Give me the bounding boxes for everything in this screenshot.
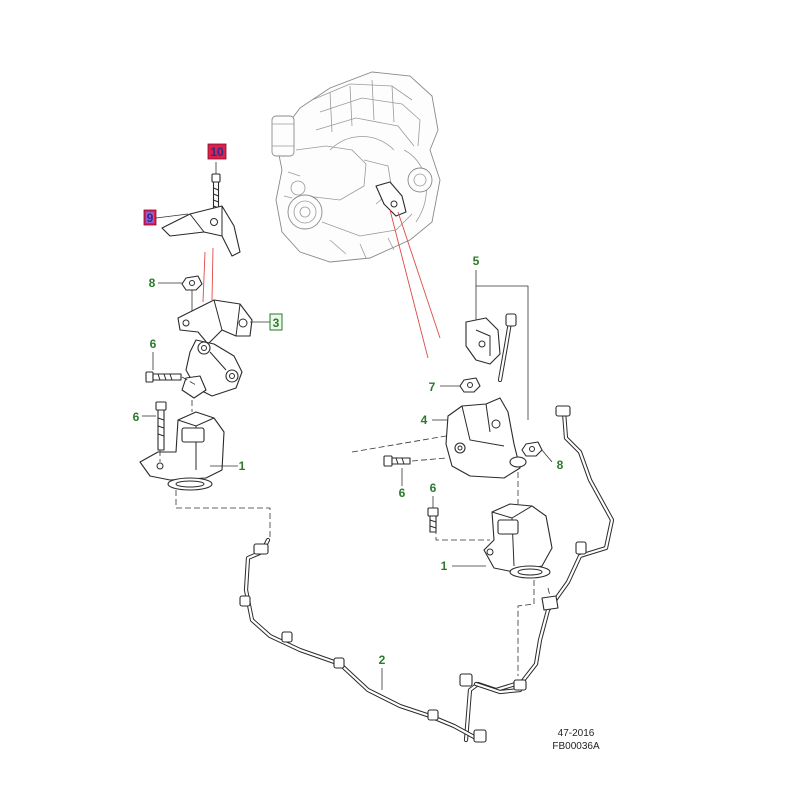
dashed-guide <box>175 490 271 540</box>
callout-4: 4 <box>421 413 428 427</box>
bolt-6b <box>155 401 167 451</box>
leader-line-red <box>202 251 206 303</box>
leader-line <box>155 213 189 219</box>
callout-8b: 8 <box>557 458 564 472</box>
nut-7 <box>459 377 481 393</box>
diagram-date: 47-2016 <box>558 728 595 739</box>
dashed-guide <box>411 457 447 462</box>
callout-10-highlight <box>207 143 227 160</box>
callout-5: 5 <box>473 254 480 268</box>
callout-8a: 8 <box>149 276 156 290</box>
bolt-6c <box>383 455 411 467</box>
callout-1b: 1 <box>441 559 448 573</box>
callout-1a: 1 <box>239 459 246 473</box>
dashed-guide <box>517 580 535 676</box>
callout-6a: 6 <box>150 337 157 351</box>
callout-3-box <box>269 313 283 331</box>
callout-7: 7 <box>429 380 436 394</box>
dashed-guide <box>351 435 447 453</box>
dashed-guide <box>181 376 197 386</box>
callout-9-inner <box>146 212 154 223</box>
dashed-guide <box>435 528 490 541</box>
bracket-9 <box>161 205 241 257</box>
callout-6b: 6 <box>133 410 140 424</box>
diagram-code: FB00036A <box>552 741 600 752</box>
callout-3: 3 <box>273 316 280 330</box>
torque-rod <box>181 339 243 399</box>
engine-block <box>271 71 441 263</box>
nut-8a <box>181 275 203 291</box>
nut-8b <box>521 441 543 457</box>
callout-2: 2 <box>379 653 386 667</box>
leader-line <box>541 449 553 463</box>
bolt-6a <box>145 371 182 383</box>
leader-line <box>476 285 529 420</box>
callout-6d: 6 <box>430 481 437 495</box>
bracket-5 <box>465 313 517 383</box>
callout-6c: 6 <box>399 486 406 500</box>
mount-bracket-3 <box>177 299 253 345</box>
callout-10: 10 <box>210 145 224 159</box>
mount-bracket-4 <box>445 397 527 479</box>
engine-mount-1a <box>139 411 225 491</box>
leader-line-red <box>211 247 214 301</box>
engine-mount-1b <box>483 503 553 579</box>
callout-9: 9 <box>147 211 154 225</box>
leader-line-red <box>389 209 429 359</box>
leader-line-red <box>397 211 441 339</box>
bolt-6d <box>427 507 439 533</box>
pipe-2 <box>239 405 615 743</box>
bolt-10 <box>211 173 221 215</box>
engine-mount-bracket-detail <box>375 181 407 217</box>
